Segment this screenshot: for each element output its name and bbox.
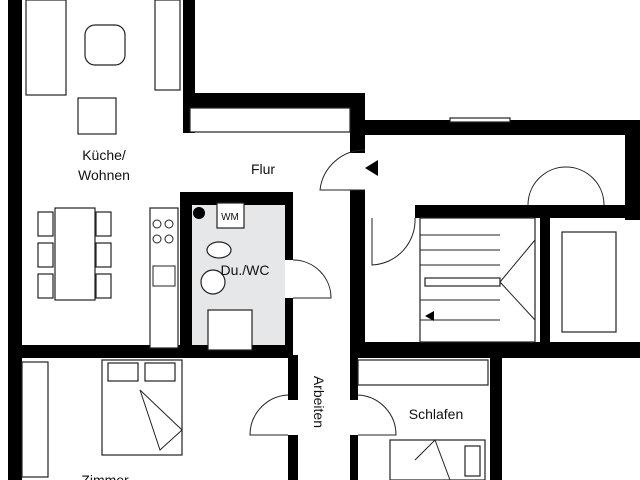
chair <box>95 273 112 299</box>
washing-machine <box>216 202 245 229</box>
toilet <box>206 241 232 259</box>
room-door[interactable] <box>249 394 289 436</box>
window <box>189 107 351 133</box>
stair-door[interactable] <box>371 217 416 266</box>
label-study: Arbeiten <box>311 376 327 428</box>
chair <box>95 211 112 237</box>
drain-icon <box>193 207 205 219</box>
entry-door[interactable] <box>527 166 605 206</box>
hall-door[interactable] <box>319 149 366 191</box>
entry-arrow-icon <box>365 160 378 176</box>
label-room: Zimmer <box>81 472 129 480</box>
dining-table <box>54 207 96 301</box>
wardrobe <box>357 359 489 386</box>
window <box>449 117 511 123</box>
shower <box>207 309 253 351</box>
chair <box>95 242 112 268</box>
armchair <box>77 97 117 135</box>
label-kitchen-line2: Wohnen <box>78 167 130 183</box>
washbasin <box>200 269 226 295</box>
chair <box>37 211 54 237</box>
label-washing-machine: WM <box>221 212 239 223</box>
chair <box>37 273 54 299</box>
bathroom-door[interactable] <box>292 259 332 299</box>
bedroom-door[interactable] <box>357 394 397 436</box>
label-bathroom: Du./WC <box>221 262 270 278</box>
kitchen-counter <box>149 207 179 349</box>
stove-top <box>25 0 67 96</box>
label-bedroom: Schlafen <box>409 406 463 422</box>
staircase <box>419 217 536 343</box>
armchair <box>84 24 126 66</box>
label-hallway: Flur <box>251 161 275 177</box>
label-kitchen-line1: Küche/ <box>82 147 126 163</box>
cabinet <box>154 0 181 91</box>
chair <box>37 242 54 268</box>
wardrobe <box>21 361 49 478</box>
sink <box>152 265 176 287</box>
cabinet <box>561 231 617 333</box>
